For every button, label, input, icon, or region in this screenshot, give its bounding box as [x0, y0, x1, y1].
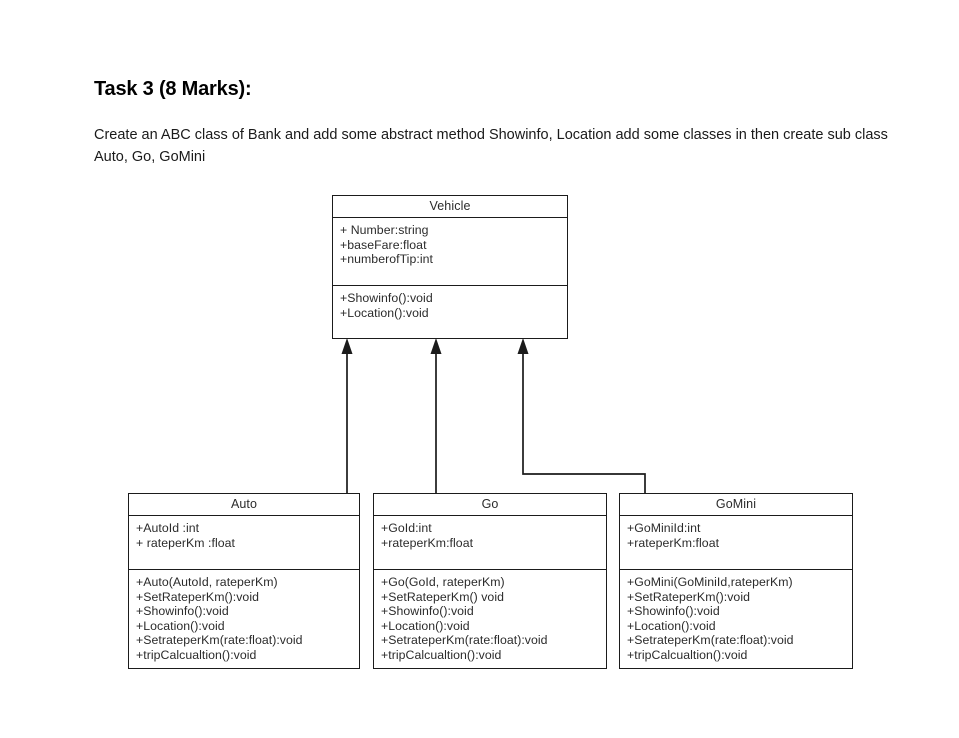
uml-operation: +tripCalcualtion():void [136, 647, 257, 662]
uml-operations-vehicle: +Showinfo():void +Location():void [333, 286, 567, 338]
uml-operation: +tripCalcualtion():void [381, 647, 502, 662]
uml-operation: +Go(GoId, rateperKm) [381, 575, 505, 589]
uml-operation: +Location():void [627, 618, 716, 633]
arrowhead-go [430, 338, 442, 354]
arrowhead-auto [341, 338, 353, 354]
uml-operation: +Showinfo():void [627, 604, 720, 619]
uml-attribute: +AutoId :int [136, 521, 200, 535]
uml-attribute: +rateperKm:float [627, 535, 720, 550]
uml-operation: +SetrateperKm(rate:float):void [136, 633, 303, 648]
uml-attributes-vehicle: + Number:string +baseFare:float +numbero… [333, 218, 567, 287]
uml-attribute: +GoMiniId:int [627, 521, 701, 535]
uml-operation: +Location():void [136, 618, 225, 633]
uml-attribute: + rateperKm :float [136, 535, 235, 550]
uml-operations-gomini: +GoMini(GoMiniId,rateperKm) +SetRateperK… [620, 570, 852, 668]
uml-operation: +SetRateperKm():void [136, 589, 259, 604]
uml-operation: +Showinfo():void [340, 291, 433, 306]
uml-class-go[interactable]: Go +GoId:int +rateperKm:float +Go(GoId, … [373, 493, 607, 669]
uml-operations-auto: +Auto(AutoId, rateperKm) +SetRateperKm()… [129, 570, 359, 668]
uml-operation: +Auto(AutoId, rateperKm) [136, 575, 278, 589]
uml-class-name-auto: Auto [129, 494, 359, 516]
uml-attributes-gomini: +GoMiniId:int +rateperKm:float [620, 516, 852, 570]
uml-operation: +tripCalcualtion():void [627, 647, 748, 662]
uml-class-name-gomini: GoMini [620, 494, 852, 516]
uml-class-auto[interactable]: Auto +AutoId :int + rateperKm :float +Au… [128, 493, 360, 669]
uml-class-name-go: Go [374, 494, 606, 516]
uml-attribute: +GoId:int [381, 521, 432, 535]
uml-operation: +Location():void [340, 306, 429, 321]
uml-class-vehicle[interactable]: Vehicle + Number:string +baseFare:float … [332, 195, 568, 339]
connector-gomini-to-vehicle [522, 352, 646, 493]
uml-attributes-auto: +AutoId :int + rateperKm :float [129, 516, 359, 570]
uml-operations-go: +Go(GoId, rateperKm) +SetRateperKm() voi… [374, 570, 606, 668]
uml-attribute: +baseFare:float [340, 237, 427, 252]
page-title: Task 3 (8 Marks): [94, 78, 252, 100]
uml-class-gomini[interactable]: GoMini +GoMiniId:int +rateperKm:float +G… [619, 493, 853, 669]
uml-operation: +GoMini(GoMiniId,rateperKm) [627, 575, 793, 589]
uml-attribute: + Number:string [340, 223, 429, 237]
uml-operation: +Location():void [381, 618, 470, 633]
arrowhead-gomini [517, 338, 529, 354]
uml-operation: +SetRateperKm():void [627, 589, 750, 604]
uml-operation: +SetrateperKm(rate:float):void [381, 633, 548, 648]
task-description: Create an ABC class of Bank and add some… [94, 127, 888, 165]
uml-class-name-vehicle: Vehicle [333, 196, 567, 218]
uml-attributes-go: +GoId:int +rateperKm:float [374, 516, 606, 570]
uml-attribute: +rateperKm:float [381, 535, 474, 550]
uml-operation: +Showinfo():void [381, 604, 474, 619]
uml-operation: +SetRateperKm() void [381, 589, 504, 604]
uml-operation: +Showinfo():void [136, 604, 229, 619]
uml-operation: +SetrateperKm(rate:float):void [627, 633, 794, 648]
uml-attribute: +numberofTip:int [340, 252, 433, 267]
